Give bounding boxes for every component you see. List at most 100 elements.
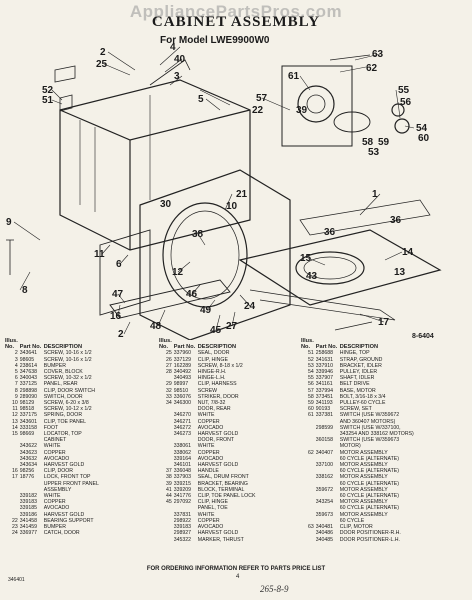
part-description: MARKER, THRUST xyxy=(197,536,244,543)
part-number: 337381 xyxy=(315,412,334,419)
part-number: 341161 xyxy=(315,381,333,388)
part-number: 341631 xyxy=(315,356,334,363)
callout-25: 25 xyxy=(96,59,108,70)
illus-number: 57 xyxy=(307,387,314,394)
part-description: CLIP, TOE PANEL xyxy=(43,418,87,425)
illus-number: 5 xyxy=(14,369,18,376)
part-description: MOTOR) xyxy=(339,443,361,450)
part-description: BUMPER xyxy=(43,362,66,369)
part-number: 298927 xyxy=(173,530,192,537)
callout-36a: 36 xyxy=(390,215,402,226)
part-description: HINGE-L.H. xyxy=(197,375,226,382)
part-number: 90193 xyxy=(315,406,331,413)
part-number: 359672 xyxy=(315,486,334,493)
callout-24: 24 xyxy=(244,301,256,312)
part-description: DOOR, REAR xyxy=(197,406,231,413)
callout-3: 3 xyxy=(174,71,180,82)
table-row: MOTOR) xyxy=(300,443,470,449)
part-description: MOTOR ASSEMBLY xyxy=(339,449,388,456)
illus-number: 3 xyxy=(14,356,18,363)
part-number: 298922 xyxy=(173,517,192,524)
part-description: AVOCADO xyxy=(197,424,224,431)
table-row: 60 CYCLE xyxy=(300,518,470,524)
illus-number: 10 xyxy=(11,400,18,407)
part-number: 336076 xyxy=(173,393,192,400)
part-number: 346271 xyxy=(173,418,192,425)
illus-number: 6 xyxy=(14,375,18,382)
part-description: AVOCADO xyxy=(43,455,70,462)
part-description: HARVEST GOLD xyxy=(43,462,85,469)
part-number: 337175 xyxy=(19,412,38,419)
callout-4: 4 xyxy=(170,42,176,53)
part-description: NUT, 7/8-32 xyxy=(197,400,226,407)
header-part: Part No. xyxy=(315,344,338,351)
part-description: 60 CYCLE (ALTERNATE) xyxy=(339,468,399,475)
part-description: BRACKET, BEARING xyxy=(197,480,248,487)
cabinet-outline xyxy=(59,79,251,251)
part-description: SCREW xyxy=(197,387,218,394)
part-number: 98518 xyxy=(19,406,35,413)
part-description: HANDLE xyxy=(197,468,219,475)
part-description: PULLEY-60 CYCLE xyxy=(339,400,386,407)
part-description: AVOCADO xyxy=(197,455,224,462)
part-description: WHITE xyxy=(43,443,61,450)
part-description: COPPER xyxy=(43,449,66,456)
part-description: 343254 AND 338162 MOTORS) xyxy=(339,431,414,438)
page-title: CABINET ASSEMBLY xyxy=(151,14,321,30)
callout-38: 38 xyxy=(192,229,204,240)
part-description: BEARING SUPPORT xyxy=(43,517,94,524)
part-description: CABINET xyxy=(43,437,67,444)
part-description: BLOCK, TERMINAL xyxy=(197,486,245,493)
part-description: BASE, MOTOR xyxy=(339,387,376,394)
part-number: 346270 xyxy=(173,412,192,419)
illus-number: 17 xyxy=(11,474,18,481)
part-number: 337910 xyxy=(315,362,334,369)
part-number: 347638 xyxy=(19,369,38,376)
part-number: 340481 xyxy=(315,524,334,531)
part-number: 341776 xyxy=(173,493,192,500)
illus-number: 14 xyxy=(11,424,18,431)
part-number: 162289 xyxy=(173,362,192,369)
part-number: 339185 xyxy=(19,505,38,512)
illus-number: 22 xyxy=(11,517,18,524)
part-description: CLIP, HINGE xyxy=(197,356,228,363)
illus-number: 11 xyxy=(12,406,18,413)
part-description: WHITE xyxy=(197,443,215,450)
part-number: 340486 xyxy=(315,530,334,537)
part-description: HINGE-R.H. xyxy=(197,369,227,376)
part-description: CLIP, DOOR SWITCH xyxy=(43,387,95,394)
handwritten-note: 265-8-9 xyxy=(260,584,289,594)
part-number: 340407 xyxy=(315,449,334,456)
callout-55: 55 xyxy=(398,85,410,96)
part-number: 98605 xyxy=(19,356,35,363)
callout-14: 14 xyxy=(402,247,414,258)
part-description: HINGE, TOP xyxy=(339,350,370,357)
table-row: AND 360407 MOTORS) xyxy=(300,419,470,425)
part-description: SCREW, 10-16 x 1/2 xyxy=(43,356,92,363)
